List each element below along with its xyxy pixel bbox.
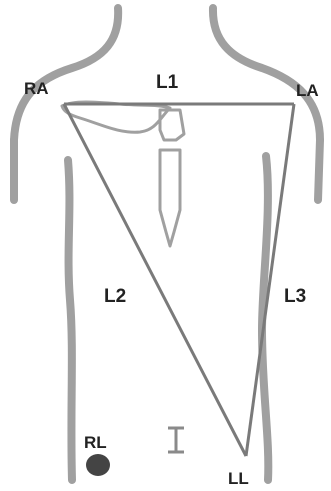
lead-l2-line	[64, 104, 246, 456]
label-ra: RA	[24, 79, 49, 98]
rl-electrode	[86, 454, 110, 476]
lead-marker-glyph	[168, 428, 184, 452]
sternum-sketch	[62, 102, 184, 246]
label-l3: L3	[284, 286, 306, 307]
label-rl: RL	[84, 433, 107, 452]
right-side-torso-line	[68, 160, 72, 480]
neck-right	[213, 8, 320, 140]
label-l1: L1	[156, 72, 179, 93]
sternum-body	[160, 150, 180, 246]
clavicle-right	[62, 102, 170, 132]
shoulder-right	[318, 140, 320, 200]
neck-left	[14, 8, 118, 140]
label-l2: L2	[104, 286, 126, 307]
label-ll: LL	[228, 469, 249, 488]
label-la: LA	[296, 81, 319, 100]
